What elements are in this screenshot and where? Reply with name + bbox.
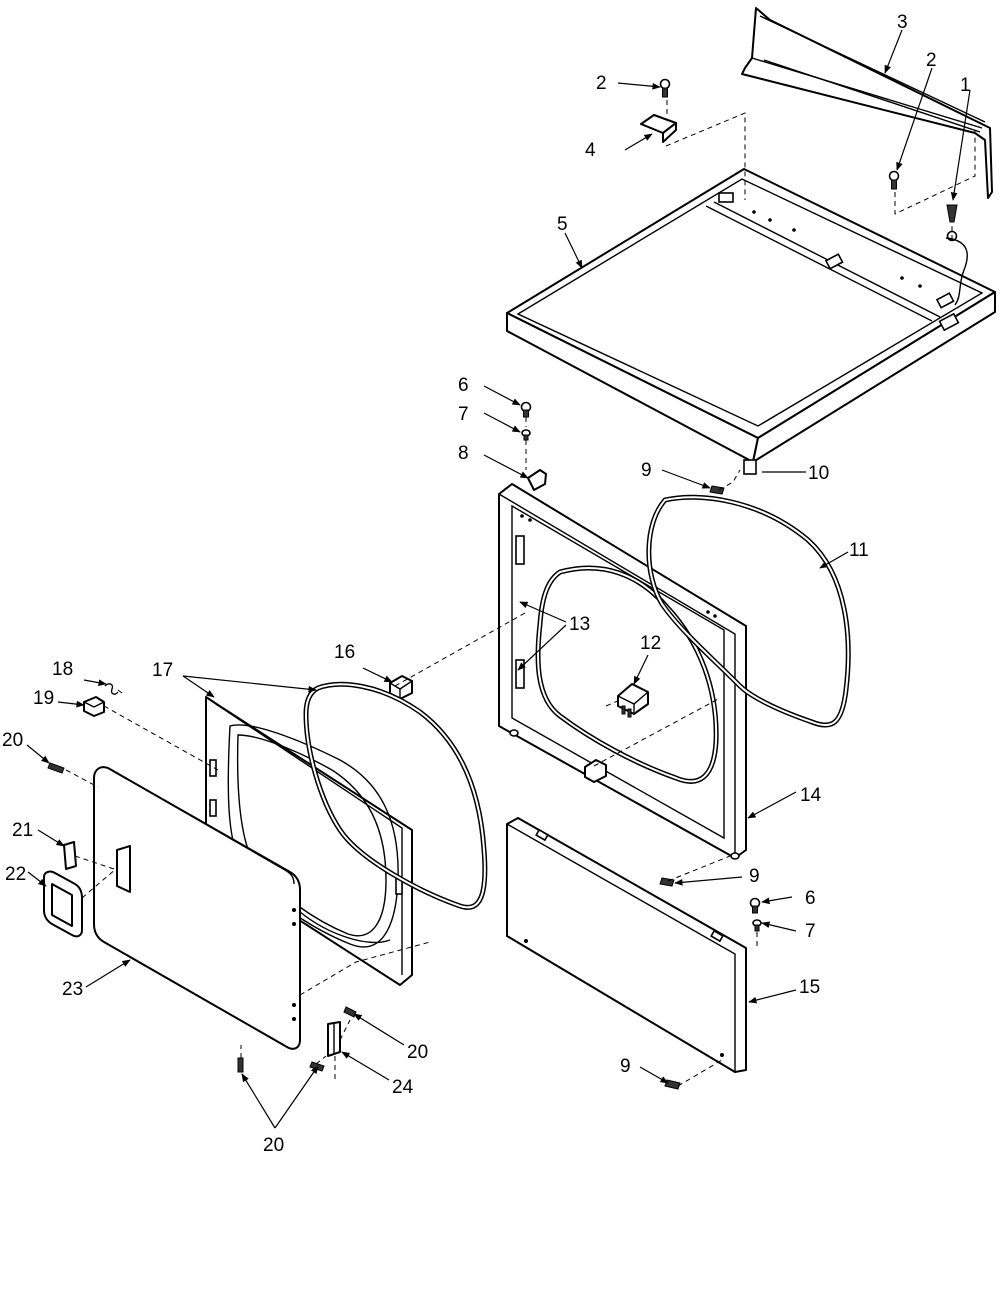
door-hinge-part xyxy=(327,1021,341,1057)
screw-20b xyxy=(343,1006,357,1018)
callout-17: 17 xyxy=(152,660,173,681)
callout-13: 13 xyxy=(569,614,590,635)
callout-6a: 6 xyxy=(458,375,469,396)
callout-20a: 20 xyxy=(2,730,23,751)
top-bracket-part xyxy=(640,114,677,143)
callout-1: 1 xyxy=(960,75,971,96)
washer-7a xyxy=(521,429,531,441)
door-catch-part xyxy=(584,759,607,783)
callout-8: 8 xyxy=(458,443,469,464)
drum-seal-part xyxy=(646,494,851,728)
wire-harness xyxy=(945,237,968,306)
callout-23: 23 xyxy=(62,979,83,1000)
screw-2a xyxy=(659,78,671,98)
handle-insert-part xyxy=(63,841,77,870)
top-panel-part xyxy=(506,168,996,475)
toe-panel-part xyxy=(506,817,747,1073)
screw-20c xyxy=(237,1057,244,1073)
callout-9a: 9 xyxy=(641,460,652,481)
callout-20c: 20 xyxy=(263,1135,284,1156)
callout-2b: 2 xyxy=(926,50,937,71)
callout-24: 24 xyxy=(392,1077,414,1098)
screw-6b xyxy=(749,897,761,914)
door-gasket-part xyxy=(303,681,488,910)
outer-door-part xyxy=(93,766,301,1050)
leader-lines xyxy=(26,29,971,1129)
console-backsplash-part xyxy=(741,7,993,199)
door-switch-part xyxy=(617,683,649,718)
callout-5: 5 xyxy=(557,214,568,235)
washer-7b xyxy=(752,919,762,932)
callout-22: 22 xyxy=(5,864,26,885)
callout-7b: 7 xyxy=(805,921,816,942)
callout-14: 14 xyxy=(800,785,822,806)
callout-21: 21 xyxy=(12,820,33,841)
callout-7a: 7 xyxy=(458,404,469,425)
callout-2a: 2 xyxy=(596,73,607,94)
callout-12: 12 xyxy=(640,633,661,654)
assembly-lines xyxy=(65,100,976,1087)
callout-11: 11 xyxy=(849,540,869,561)
screw-9a xyxy=(709,485,725,495)
callout-10: 10 xyxy=(808,463,829,484)
screw-6a xyxy=(520,401,532,418)
callout-16: 16 xyxy=(334,642,355,663)
callout-3: 3 xyxy=(897,12,908,33)
callout-labels: 1 2 2 3 4 5 6 6 7 7 8 9 9 9 10 11 12 13 … xyxy=(2,12,971,1156)
latch-spring-part xyxy=(104,683,119,695)
clip-8 xyxy=(527,469,547,491)
callout-20b: 20 xyxy=(407,1042,428,1063)
screw-1 xyxy=(946,204,958,242)
door-handle-part xyxy=(43,870,83,938)
callout-9c: 9 xyxy=(620,1056,631,1077)
door-strike-part xyxy=(83,696,105,717)
callout-9b: 9 xyxy=(749,866,760,887)
callout-4: 4 xyxy=(585,140,596,161)
screw-9c xyxy=(664,1079,681,1090)
callout-15: 15 xyxy=(799,977,820,998)
callout-18: 18 xyxy=(52,659,73,680)
callout-6b: 6 xyxy=(805,888,816,909)
front-panel-part xyxy=(498,483,747,860)
screw-2b xyxy=(888,170,900,190)
callout-19: 19 xyxy=(33,688,54,709)
screw-20a xyxy=(47,762,65,774)
